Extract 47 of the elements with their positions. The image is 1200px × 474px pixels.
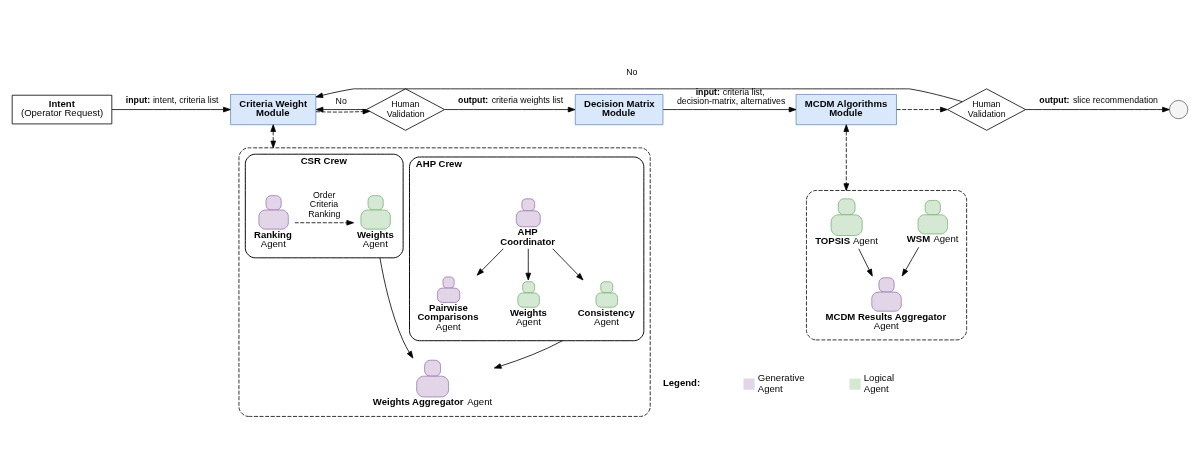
arrow (493, 339, 563, 369)
node-box: Decision Matrix Module (574, 93, 664, 125)
edge-label: output: criteria weights list (458, 94, 564, 105)
node-label: Ranking Agent (254, 228, 292, 249)
cluster (806, 189, 968, 340)
arrow (525, 247, 532, 280)
arrow (379, 256, 414, 358)
arrow (843, 123, 850, 191)
edge-label: No (335, 95, 347, 106)
arrow (552, 247, 584, 280)
arrow (294, 219, 355, 225)
edge-label: input: intent, criteria list (125, 94, 219, 105)
arrow (901, 246, 920, 276)
cluster (238, 146, 651, 417)
node-box: Intent (Operator Request) (11, 94, 113, 124)
arrow (315, 108, 371, 114)
node-box: Criteria Weight Module (230, 93, 317, 125)
node-label: Weights Agent (509, 306, 547, 327)
arrow (315, 106, 367, 112)
legend-label: Generative Agent (757, 371, 805, 394)
arrow (662, 106, 797, 112)
edge-label: input: criteria list, decision-matrix, alternatives (676, 86, 786, 106)
arrow (270, 123, 276, 148)
node-circle (1169, 99, 1189, 119)
node-label: Consistency Agent (577, 306, 635, 327)
node-label: Weights Agent (356, 228, 394, 249)
arrow (1025, 106, 1170, 112)
node-label: TOPSIS Agent (815, 234, 878, 246)
node-label: AHP Coordinator (500, 225, 555, 247)
node-diamond: Human Validation (947, 87, 1026, 131)
arrow (111, 106, 231, 112)
arrow (444, 106, 576, 112)
arrow (858, 247, 873, 276)
arrow (476, 247, 504, 276)
node-label: Pairwise Comparisons Agent (417, 301, 479, 332)
node-diamond: Human Validation (366, 87, 445, 131)
arrow (896, 106, 948, 112)
label: Legend: (662, 376, 701, 388)
legend-label: Logical Agent (863, 371, 895, 394)
node-label: Weights Aggregator Agent (372, 395, 493, 407)
edge-label: No (626, 66, 638, 77)
node-box: MCDM Algorithms Module (795, 93, 897, 125)
node-label: MCDM Results Aggregator Agent (825, 310, 947, 331)
arrow (315, 87, 963, 102)
node-label: WSM Agent (906, 232, 959, 244)
edge-label: output: slice recommendation (1039, 94, 1158, 105)
edge-label: Order Criteria Ranking (308, 189, 341, 219)
